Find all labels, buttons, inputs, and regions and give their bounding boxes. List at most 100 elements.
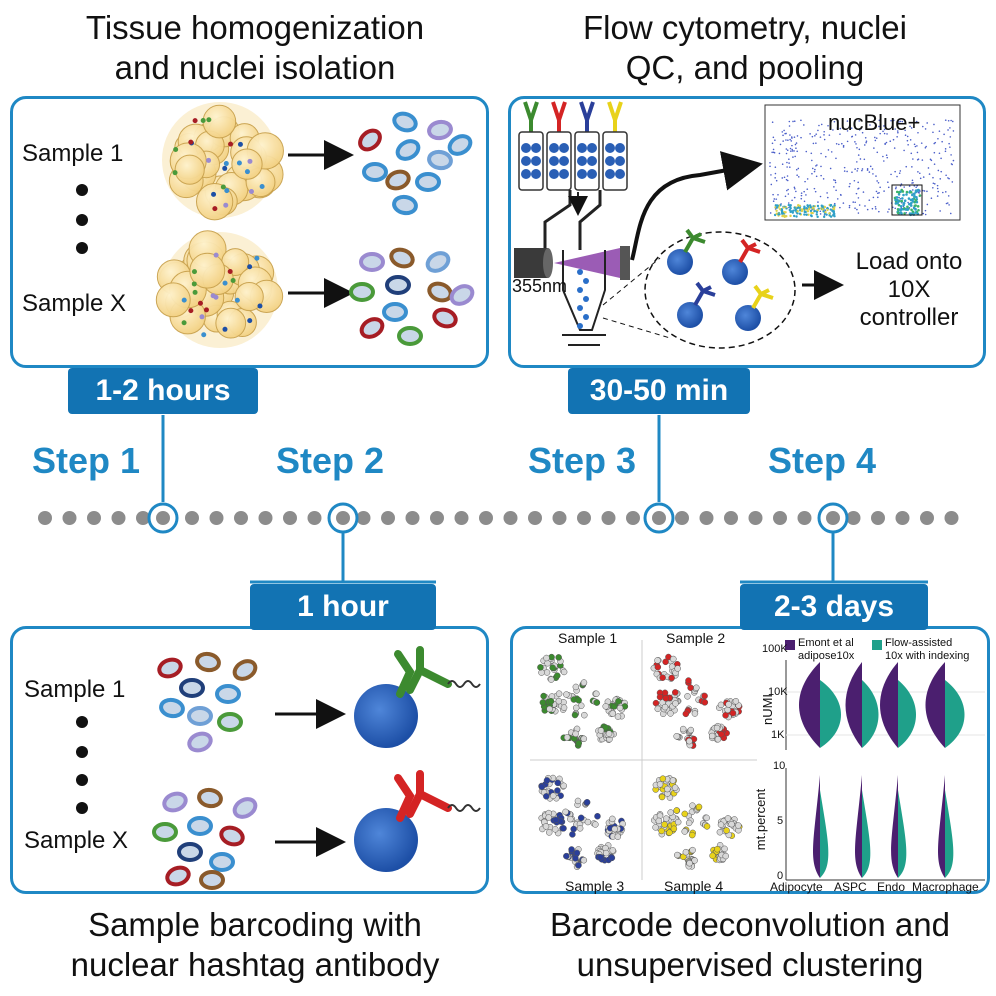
timeline-dot [454, 511, 469, 525]
facs-event [857, 181, 859, 184]
umap-cell [555, 697, 563, 705]
facs-event [778, 152, 781, 155]
step1-title: Tissue homogenization and nuclei isolati… [85, 9, 425, 86]
facs-event [878, 210, 880, 213]
zoom-nucleus [667, 249, 693, 275]
facs-event [871, 168, 874, 170]
facs-event [866, 208, 869, 211]
umap-cell [684, 693, 691, 700]
fat-cell [215, 307, 247, 339]
facs-event [874, 139, 877, 142]
antibody-green [394, 646, 452, 698]
tube-bead [587, 169, 597, 179]
facs-event [949, 136, 952, 138]
facs-event [814, 190, 817, 193]
umap-cell [654, 657, 661, 664]
facs-event [833, 204, 836, 207]
umap-cell [538, 669, 545, 676]
facs-event [786, 166, 788, 168]
facs-event [803, 190, 805, 193]
facs-event [785, 152, 788, 155]
facs-event [792, 209, 795, 212]
facs-event [795, 147, 797, 150]
tissue-nucleus [201, 332, 207, 338]
droplet [577, 269, 583, 275]
facs-event [818, 124, 820, 127]
facs-event [788, 120, 791, 123]
tissue-nucleus [191, 281, 197, 287]
umap-cell [597, 853, 604, 861]
tissue-nucleus [206, 117, 212, 123]
facs-event [951, 120, 954, 123]
facs-event [883, 190, 885, 192]
facs-event [907, 201, 909, 204]
facs-event [798, 212, 802, 215]
facs-event [819, 195, 822, 198]
facs-event [911, 193, 914, 197]
facs-event [813, 209, 816, 213]
umap-cell [662, 658, 669, 666]
facs-event [782, 134, 784, 137]
facs-event [857, 167, 859, 170]
facs-event [882, 155, 884, 158]
violin-flow-mt [945, 790, 954, 878]
facs-event [791, 137, 793, 139]
facs-event [793, 196, 796, 199]
nucleus [392, 111, 418, 133]
umap-cell [682, 710, 690, 718]
timeline-dot [111, 511, 126, 525]
facs-event [826, 208, 829, 212]
facs-event [807, 213, 810, 216]
facs-event [932, 131, 934, 134]
umap-cell [701, 692, 708, 700]
step-2-label: Step 2 [276, 440, 385, 481]
facs-event [824, 209, 827, 211]
facs-event [854, 201, 856, 204]
umap-cell [615, 698, 622, 705]
umap-cell [708, 732, 716, 740]
facs-event [809, 214, 813, 217]
zoom-nucleus [677, 302, 703, 328]
nucleus [358, 128, 382, 152]
facs-event [861, 131, 864, 134]
facs-event [815, 133, 818, 135]
tissue-nucleus [254, 255, 260, 261]
facs-event [805, 213, 808, 216]
facs-event [914, 211, 917, 214]
facs-event [796, 135, 799, 137]
facs-event [855, 143, 857, 145]
umap-cell [664, 785, 671, 793]
facs-event [913, 192, 916, 195]
facs-event [917, 171, 919, 173]
facs-event [771, 151, 773, 154]
tube-bead [521, 169, 531, 179]
facs-event [911, 198, 914, 201]
facs-event [894, 207, 897, 210]
umap-cell [671, 689, 679, 696]
violin-emont [845, 662, 862, 748]
tube-bead [577, 156, 587, 166]
timeline-dot [307, 511, 322, 525]
umap-cell [575, 740, 582, 747]
tissue-nucleus [181, 320, 187, 326]
facs-event [883, 160, 885, 162]
zoom-circle [644, 231, 796, 349]
facs-event [949, 127, 951, 129]
umap-cell [572, 730, 579, 738]
facs-event [941, 140, 943, 143]
facs-event [868, 199, 871, 201]
antibody [607, 101, 623, 134]
violin-emont-mt [855, 775, 862, 878]
facs-event [806, 210, 810, 213]
facs-event [905, 193, 908, 196]
facs-event [919, 177, 922, 180]
facs-event [824, 155, 827, 158]
facs-event [909, 190, 913, 194]
fat-cell [189, 252, 226, 289]
nucleus [165, 865, 191, 887]
facs-event [889, 140, 892, 143]
facs-event [911, 182, 913, 184]
facs-event [811, 211, 814, 215]
facs-event [908, 185, 911, 187]
facs-event [819, 213, 822, 215]
